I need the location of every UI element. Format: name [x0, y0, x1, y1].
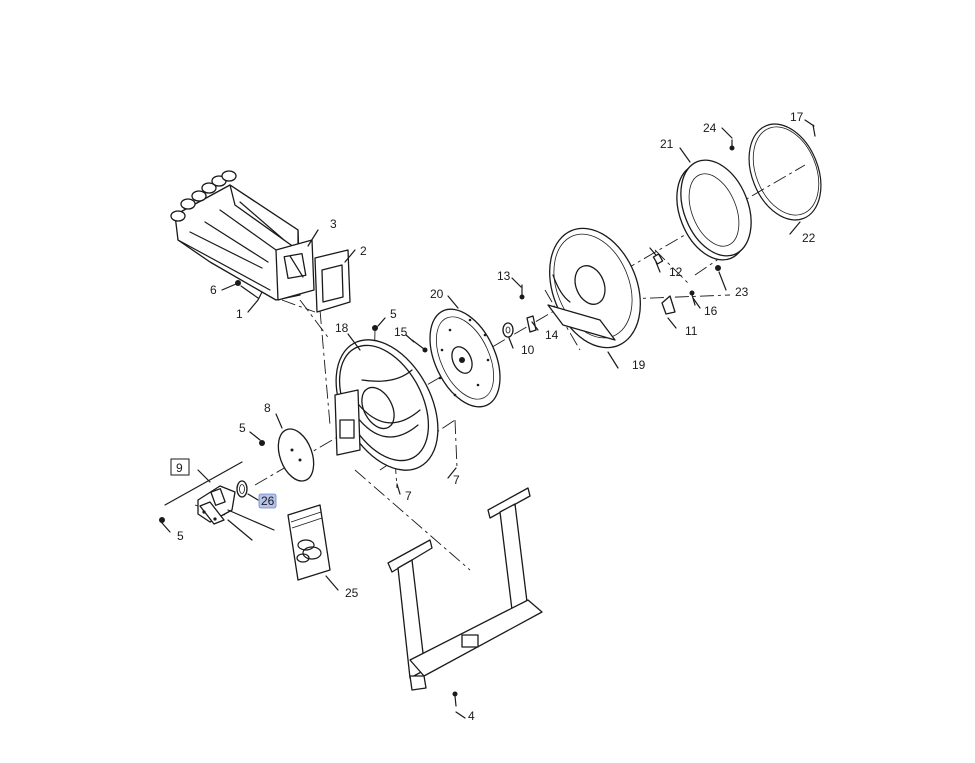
key-part-14[interactable] [526, 315, 537, 333]
callout-21[interactable]: 21 [660, 137, 674, 151]
coupler-assembly-part-9[interactable] [164, 461, 275, 541]
callout-5-mid[interactable]: 5 [239, 421, 246, 435]
washer-part-10[interactable] [502, 322, 514, 338]
callout-4[interactable]: 4 [468, 709, 475, 723]
callout-5-left[interactable]: 5 [177, 529, 184, 543]
bracket-part-11[interactable] [661, 295, 676, 315]
callout-19[interactable]: 19 [632, 358, 646, 372]
callout-22[interactable]: 22 [802, 231, 816, 245]
seal-kit-bag-part-25[interactable] [287, 504, 331, 581]
pin-part-17[interactable] [812, 124, 816, 137]
callout-3[interactable]: 3 [330, 217, 337, 231]
callout-26-highlight[interactable]: 26 [258, 493, 277, 509]
callout-23[interactable]: 23 [735, 285, 749, 299]
seal-ring-part-22[interactable] [736, 113, 835, 230]
bolt-part-6[interactable] [235, 280, 259, 299]
callout-7-right[interactable]: 7 [453, 473, 460, 487]
callout-26: 26 [261, 494, 275, 508]
callout-7-left[interactable]: 7 [405, 489, 412, 503]
bolt-part-16[interactable] [689, 290, 696, 306]
callout-14[interactable]: 14 [545, 328, 559, 342]
callout-25[interactable]: 25 [345, 586, 359, 600]
callout-6[interactable]: 6 [210, 283, 217, 297]
bolt-part-5-top[interactable] [372, 325, 378, 331]
callout-16[interactable]: 16 [704, 304, 718, 318]
bolt-part-5-left[interactable] [159, 517, 165, 523]
callout-17[interactable]: 17 [790, 110, 804, 124]
callout-9-box[interactable]: 9 [170, 458, 190, 476]
callout-2[interactable]: 2 [360, 244, 367, 258]
callout-13[interactable]: 13 [497, 269, 511, 283]
callout-10[interactable]: 10 [521, 343, 535, 357]
callout-18[interactable]: 18 [335, 321, 349, 335]
shroud-ring-part-21[interactable] [664, 150, 765, 271]
bolt-part-24[interactable] [729, 139, 735, 151]
impeller-part-20[interactable] [416, 298, 514, 418]
callout-12[interactable]: 12 [669, 265, 683, 279]
fan-housing-part-19[interactable] [533, 215, 657, 361]
callout-15[interactable]: 15 [394, 325, 408, 339]
fan-housing-part-18[interactable] [315, 323, 458, 488]
flange-plate-part-8[interactable] [272, 424, 321, 486]
callout-11[interactable]: 11 [685, 324, 698, 338]
screw-part-13[interactable] [519, 284, 525, 300]
callout-labels: 1 6 3 2 4 5 5 5 7 7 8 9 10 11 12 13 14 1… [170, 110, 816, 723]
callout-9: 9 [176, 461, 183, 475]
manifold-part-1[interactable] [170, 170, 315, 301]
gasket-part-2[interactable] [314, 249, 351, 313]
callout-20[interactable]: 20 [430, 287, 444, 301]
bolt-part-5-center[interactable] [259, 440, 265, 446]
o-ring-part-26[interactable] [236, 480, 248, 498]
callout-1[interactable]: 1 [236, 307, 243, 321]
callout-5-top[interactable]: 5 [390, 307, 397, 321]
impeller-vanes [438, 318, 490, 397]
nut-part-23[interactable] [715, 265, 721, 271]
mounting-frame-part-4[interactable] [387, 487, 543, 707]
callout-leaders [161, 119, 815, 719]
manifold-outlet-tubes [170, 170, 237, 222]
callout-8[interactable]: 8 [264, 401, 271, 415]
callout-24[interactable]: 24 [703, 121, 717, 135]
bolt-part-12[interactable] [649, 247, 664, 265]
